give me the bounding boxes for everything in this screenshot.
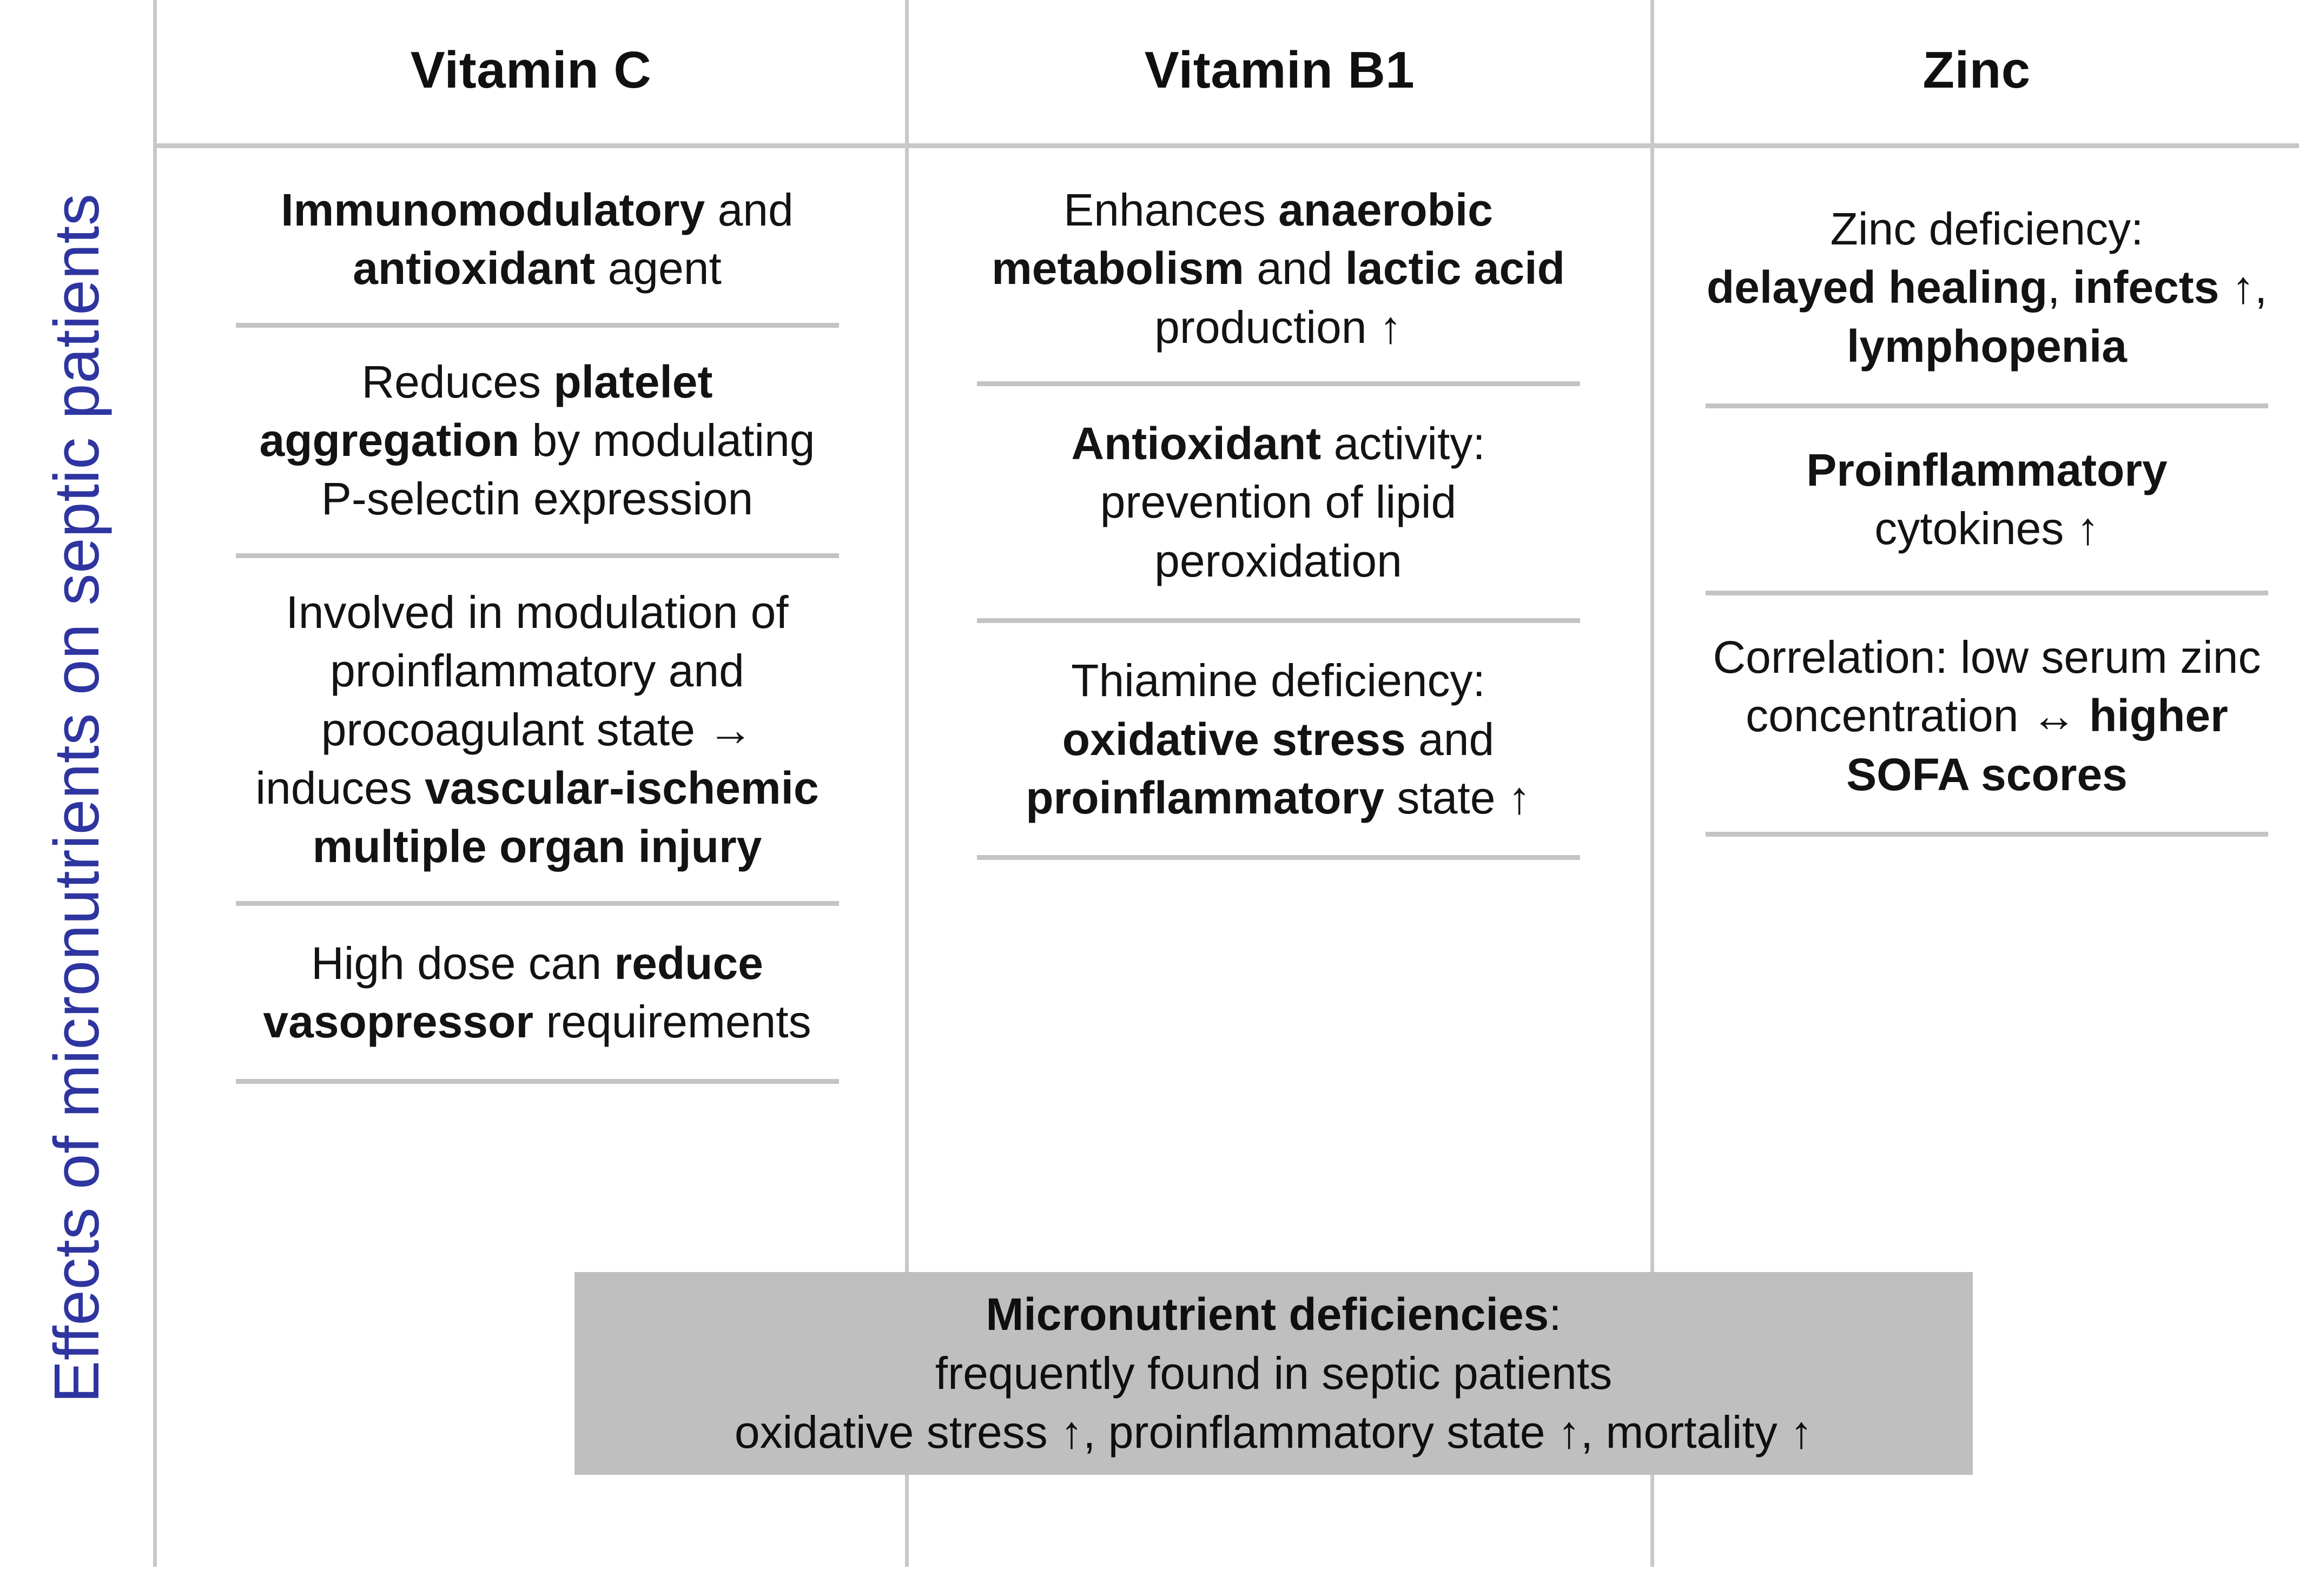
table-left-border bbox=[153, 0, 157, 1567]
block-separator-rule bbox=[1706, 590, 2268, 595]
comparison-table: Vitamin C Vitamin B1 Zinc Immunomodulato… bbox=[153, 0, 2299, 1567]
column-header-vitamin-b1: Vitamin B1 bbox=[1144, 41, 1415, 99]
block-separator-rule bbox=[1706, 831, 2268, 837]
column-header-zinc: Zinc bbox=[1923, 41, 2031, 99]
block-separator-rule bbox=[976, 618, 1580, 624]
block-separator-rule bbox=[235, 900, 839, 906]
summary-line: oxidative stress ↑, proinflammatory stat… bbox=[734, 1407, 1813, 1458]
column-body-zinc: Zinc deficiency:delayed healing, infects… bbox=[1668, 148, 2299, 837]
side-title-panel: Effects of micronutrients on septic pati… bbox=[0, 0, 153, 1596]
summary-callout-box: Micronutrient deficiencies: frequently f… bbox=[574, 1272, 1973, 1475]
block-separator-rule bbox=[235, 1079, 839, 1084]
fact-block: Antioxidant activity:prevention of lipid… bbox=[1071, 418, 1485, 586]
block-separator-rule bbox=[235, 553, 839, 558]
fact-block: Zinc deficiency:delayed healing, infects… bbox=[1706, 203, 2268, 372]
block-separator-rule bbox=[976, 381, 1580, 387]
summary-line: Micronutrient deficiencies: bbox=[986, 1288, 1562, 1340]
block-separator-rule bbox=[235, 322, 839, 328]
fact-block: Thiamine deficiency:oxidative stress and… bbox=[1026, 655, 1531, 823]
column-divider-1 bbox=[905, 0, 909, 1567]
block-separator-rule bbox=[976, 855, 1580, 860]
header-separator-rule bbox=[153, 143, 2299, 148]
summary-line: frequently found in septic patients bbox=[935, 1347, 1613, 1399]
column-header-vitamin-c: Vitamin C bbox=[410, 41, 652, 99]
page-title: Effects of micronutrients on septic pati… bbox=[41, 193, 113, 1403]
block-separator-rule bbox=[1706, 403, 2268, 409]
column-divider-2 bbox=[1650, 0, 1654, 1567]
